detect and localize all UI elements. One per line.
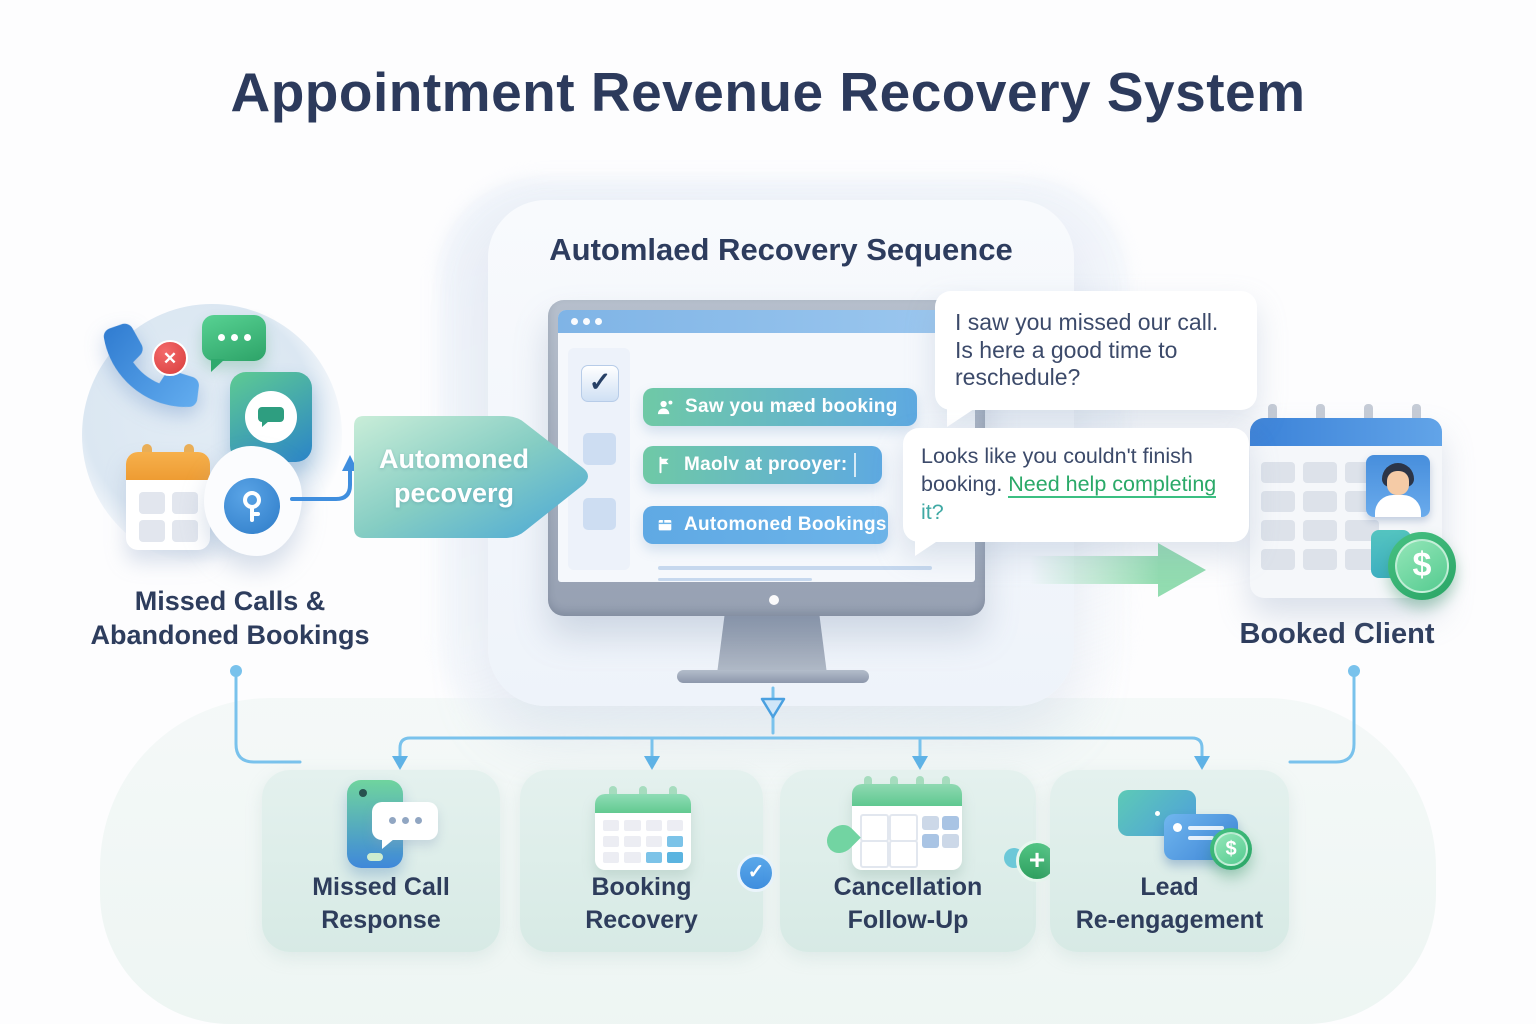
calendar-grid	[1261, 462, 1379, 570]
window-dot-icon	[571, 318, 578, 325]
missed-call-badge-icon: ✕	[152, 340, 188, 376]
result-arrow-icon	[1158, 543, 1206, 597]
monitor-stand	[717, 614, 827, 674]
screen-body: ✓ Saw you mæd booking Maolv at prooyer:	[558, 333, 975, 582]
speech-text: Looks like you couldn't finish booking.	[921, 444, 1193, 496]
client-avatar	[1366, 455, 1430, 517]
calendar-plus-icon: +	[852, 776, 1058, 882]
arrow-label: Automoned pecoverg	[379, 444, 529, 508]
placeholder-line	[658, 566, 932, 570]
card-label: Cancellation Follow-Up	[833, 873, 983, 934]
calendar-peg	[1364, 404, 1373, 424]
key-circle-icon	[224, 478, 280, 534]
screen-button-label: Maolv at prooyer:	[684, 454, 848, 475]
dollar-coin-icon: $	[1388, 532, 1456, 600]
sidebar-square-icon[interactable]	[583, 498, 616, 530]
screen-sidebar: ✓	[568, 348, 630, 570]
card-missed-call-response: Missed Call Response	[262, 770, 500, 952]
arrow-down-icon	[1194, 756, 1210, 770]
panel-heading: Automlaed Recovery Sequence	[549, 232, 1013, 267]
sms-bubble-icon	[202, 315, 266, 372]
booking-speech-bubble: Looks like you couldn't finish booking. …	[903, 428, 1249, 556]
person-pin-icon	[657, 400, 673, 414]
monitor-screen: ✓ Saw you mæd booking Maolv at prooyer:	[558, 310, 975, 582]
card-label: Missed Call Response	[312, 873, 450, 934]
checked-checkbox-icon[interactable]: ✓	[581, 365, 619, 402]
screen-button-automated-bookings[interactable]: Automoned Bookings	[643, 506, 888, 544]
calendar-peg	[1268, 404, 1277, 424]
monitor-base	[677, 670, 869, 683]
page-title: Appointment Revenue Recovery System	[230, 61, 1306, 123]
sidebar-square-icon[interactable]	[583, 433, 616, 465]
calendar-peg	[1316, 404, 1325, 424]
missed-call-speech-bubble: I saw you missed our call. Is here a goo…	[935, 291, 1257, 427]
card-lead-reengagement: $ Lead Re-engagement	[1050, 770, 1289, 952]
monitor-camera-dot	[769, 595, 779, 605]
access-blob-icon	[204, 446, 302, 556]
result-label: Booked Client	[1239, 618, 1435, 650]
card-cancellation-followup: + Cancellation Follow-Up	[780, 770, 1058, 952]
placeholder-line	[658, 578, 812, 581]
app-icon-circle	[245, 391, 297, 443]
arrow-down-icon	[912, 756, 928, 770]
arrow-down-icon	[644, 756, 660, 770]
screen-button-recovery[interactable]: Maolv at prooyer:	[643, 446, 882, 484]
button-divider	[854, 453, 856, 477]
card-label: Booking Recovery	[585, 873, 698, 934]
screen-button-label: Saw you mæd booking	[685, 396, 898, 417]
speech-text-suffix: it?	[921, 499, 944, 524]
automated-recovery-arrow	[354, 416, 588, 538]
result-arrow-body	[1030, 556, 1160, 584]
calendar-check-icon: ✓	[595, 786, 775, 892]
missed-call-phone-icon	[103, 323, 199, 407]
source-label: Missed Calls & Abandoned Bookings	[90, 586, 370, 650]
screen-button-missed-booking[interactable]: Saw you mæd booking	[643, 388, 917, 426]
abandoned-calendar-icon	[126, 444, 210, 550]
arrow-down-icon	[392, 756, 408, 770]
card-booking-recovery: ✓ Booking Recovery	[520, 770, 775, 952]
flag-icon	[659, 456, 669, 474]
speech-text: I saw you missed our call. Is here a goo…	[955, 309, 1219, 391]
window-dot-icon	[583, 318, 590, 325]
dollar-coin-icon: $	[1210, 828, 1252, 870]
typing-dots	[202, 334, 266, 341]
card-label: Lead Re-engagement	[1075, 873, 1264, 934]
chevron-down-icon	[760, 697, 786, 719]
box-icon	[658, 520, 672, 531]
browser-bar	[558, 310, 975, 333]
help-completing-link[interactable]: Need help completing	[1008, 471, 1217, 498]
calendar-peg	[1412, 404, 1421, 424]
chat-bubble-icon	[372, 802, 438, 849]
calendar-header	[1250, 418, 1442, 446]
check-badge-icon: ✓	[737, 854, 775, 892]
screen-button-label: Automoned Bookings	[684, 514, 887, 535]
window-dot-icon	[595, 318, 602, 325]
chat-glyph-icon	[258, 407, 284, 427]
